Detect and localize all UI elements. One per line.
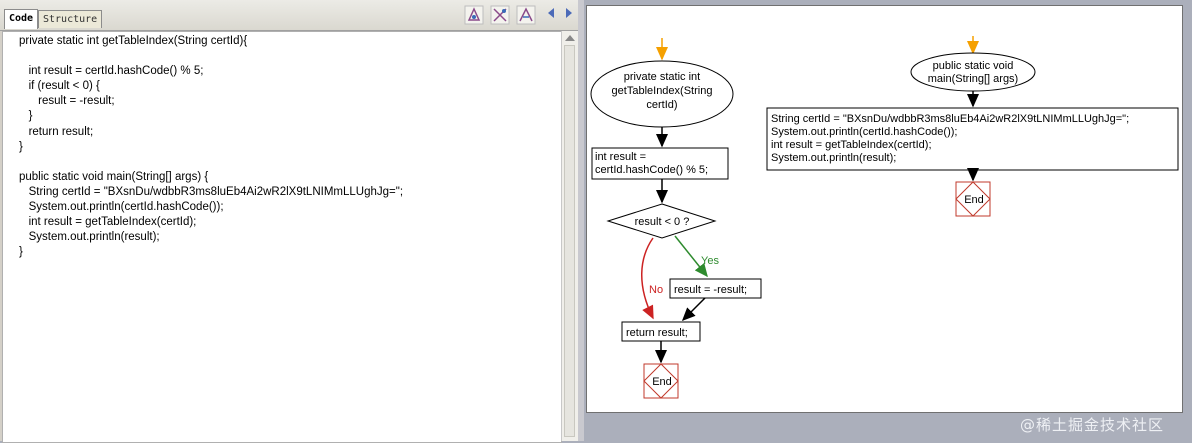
end-label: End	[652, 376, 672, 388]
yes-arrow	[674, 235, 708, 278]
start-node-line: getTableIndex(String	[612, 85, 713, 97]
process-node-line: System.out.println(certId.hashCode());	[771, 126, 957, 138]
process-node-line: int result = getTableIndex(certId);	[771, 139, 932, 151]
process-node-line: result = -result;	[674, 284, 747, 296]
flowchart-tool-icon[interactable]	[464, 5, 484, 25]
flowchart-tool-icon[interactable]	[490, 5, 510, 25]
scroll-up-icon[interactable]	[565, 35, 575, 41]
process-node-hash[interactable]: int result = certId.hashCode() % 5;	[591, 147, 729, 180]
start-node-line: public static void	[933, 60, 1014, 72]
process-node-line: int result =	[595, 151, 646, 163]
process-node-line: System.out.println(result);	[771, 152, 896, 164]
flowchart-tool-icon[interactable]	[516, 5, 536, 25]
scrollbar-thumb[interactable]	[564, 45, 575, 437]
process-node-main-body[interactable]: String certId = "BXsnDu/wdbbR3ms8luEb4Ai…	[766, 107, 1179, 171]
start-node-line: main(String[] args)	[928, 73, 1018, 85]
prev-arrow-icon[interactable]	[548, 8, 554, 18]
next-arrow-icon[interactable]	[566, 8, 572, 18]
no-label: No	[649, 284, 663, 296]
process-node-line: return result;	[626, 327, 688, 339]
code-editor[interactable]: private static int getTableIndex(String …	[2, 31, 562, 443]
start-node-line: certId)	[646, 99, 677, 111]
tab-structure[interactable]: Structure	[38, 10, 103, 28]
no-arrow	[641, 237, 654, 320]
start-node-line: private static int	[624, 71, 700, 83]
return-node[interactable]: return result;	[621, 321, 701, 342]
watermark: @稀土掘金技术社区	[1020, 416, 1165, 434]
process-node-line: certId.hashCode() % 5;	[595, 164, 708, 176]
process-node-line: String certId = "BXsnDu/wdbbR3ms8luEb4Ai…	[771, 113, 1129, 125]
yes-label: Yes	[701, 255, 719, 267]
flow-arrow	[681, 297, 706, 322]
decision-node[interactable]: result < 0 ?	[606, 203, 717, 239]
decision-label: result < 0 ?	[635, 216, 690, 228]
start-node-getTableIndex[interactable]: private static int getTableIndex(String …	[590, 60, 734, 128]
flowchart: private static int getTableIndex(String …	[590, 36, 1179, 399]
flowchart-canvas: private static int getTableIndex(String …	[586, 5, 1183, 413]
end-node-main[interactable]: End	[955, 181, 991, 217]
tab-bar: Code Structure	[0, 0, 578, 31]
start-node-main[interactable]: public static void main(String[] args)	[910, 52, 1036, 92]
vertical-scrollbar[interactable]	[561, 31, 578, 441]
end-node-getTableIndex[interactable]: End	[643, 363, 679, 399]
tab-code[interactable]: Code	[4, 9, 39, 29]
process-node-negate[interactable]: result = -result;	[669, 278, 762, 299]
pane-splitter[interactable]	[578, 0, 584, 441]
code-text: private static int getTableIndex(String …	[19, 35, 404, 259]
end-label: End	[964, 194, 984, 206]
code-pane: Code Structure private static int getTab…	[0, 0, 578, 443]
flow-navigation	[544, 6, 580, 24]
